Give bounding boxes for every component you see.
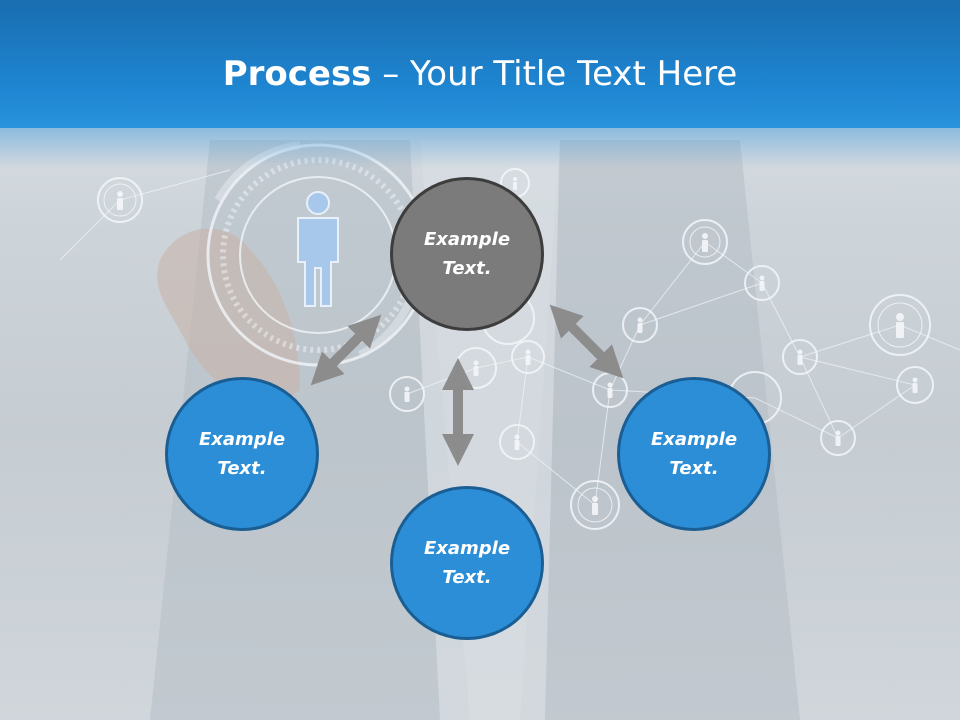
node-bottom-line1: Example xyxy=(423,538,511,559)
slide-title: Process – Your Title Text Here xyxy=(0,52,960,96)
node-right: Example Text. xyxy=(617,377,771,531)
title-rest: – Your Title Text Here xyxy=(371,54,738,94)
node-bottom-line2: Text. xyxy=(442,567,492,588)
title-bar-fade xyxy=(0,128,960,168)
person-icon xyxy=(297,191,339,307)
arrow-top-left xyxy=(310,314,382,386)
arrow-top-right xyxy=(549,304,624,379)
title-bold: Process xyxy=(222,54,372,94)
node-left-line1: Example xyxy=(198,429,286,450)
node-top-line1: Example xyxy=(423,229,511,250)
title-bar xyxy=(0,0,960,128)
node-right-line1: Example xyxy=(650,429,738,450)
node-left: Example Text. xyxy=(165,377,319,531)
node-bottom: Example Text. xyxy=(390,486,544,640)
node-right-line2: Text. xyxy=(669,458,719,479)
node-left-line2: Text. xyxy=(217,458,267,479)
node-top-line2: Text. xyxy=(442,258,492,279)
node-top: Example Text. xyxy=(390,177,544,331)
